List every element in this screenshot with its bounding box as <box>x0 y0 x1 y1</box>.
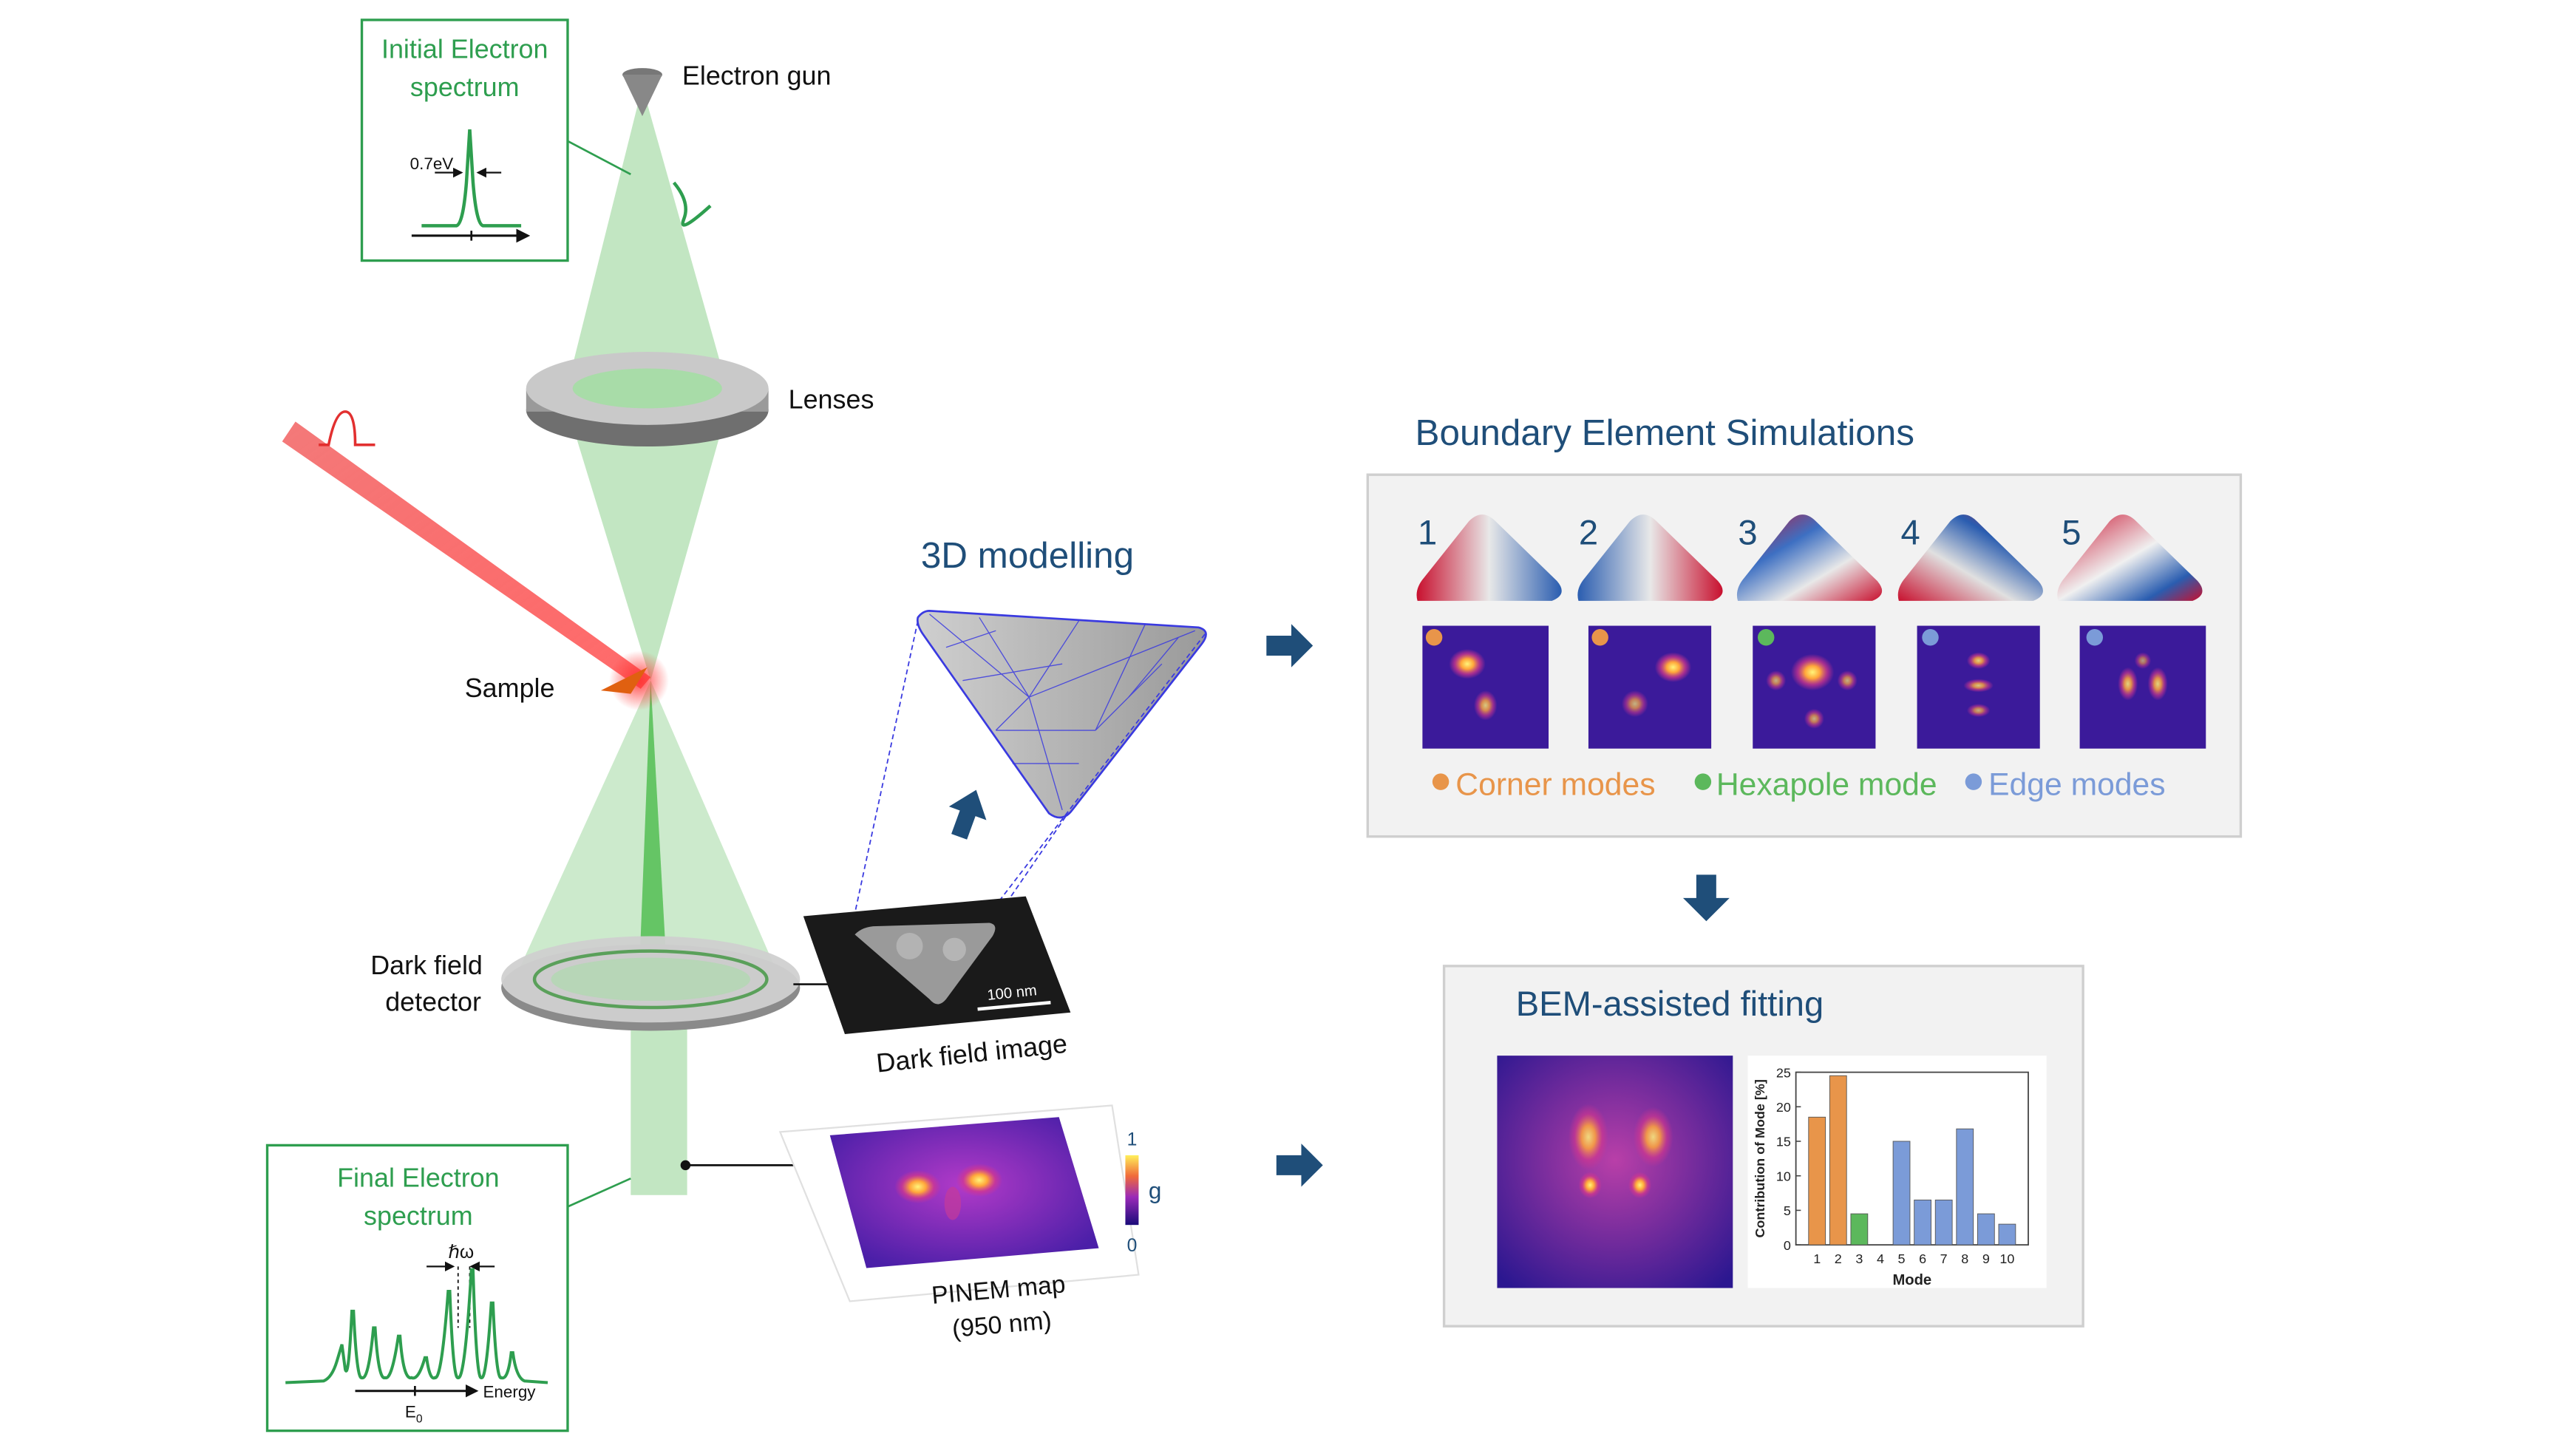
bem-legend: Corner modes Hexapole mode Edge modes <box>1432 767 2166 803</box>
y-tick-label-2: 10 <box>1776 1169 1791 1183</box>
electron-gun-label: Electron gun <box>682 61 832 91</box>
legend-dot-corner <box>1432 773 1450 790</box>
y-axis-label: Contribution of Mode [%] <box>1753 1079 1767 1237</box>
initial-spectrum-box <box>360 18 631 262</box>
modelling-title: 3D modelling <box>921 535 1134 576</box>
right-arrow-icon-bottom <box>1276 1144 1323 1187</box>
dark-field-image-label: Dark field image <box>874 1028 1068 1078</box>
charge-map-1 <box>1416 514 1562 601</box>
dark-field-label-line2: detector <box>385 987 481 1017</box>
fitted-map <box>1497 1056 1733 1288</box>
x-tick-label-7: 7 <box>1940 1251 1948 1266</box>
pinem-connector-dot-left <box>680 1160 691 1171</box>
lenses-label: Lenses <box>789 384 874 414</box>
y-tick-label-3: 15 <box>1776 1135 1791 1149</box>
initial-spectrum-plot <box>411 129 531 243</box>
bar-mode-8 <box>1956 1128 1974 1246</box>
field-map-1 <box>1422 625 1549 749</box>
initial-spectrum-title-line1: Initial Electron <box>381 34 548 64</box>
bar-mode-9 <box>1977 1213 1995 1246</box>
up-arrow-icon <box>948 789 987 840</box>
initial-width-label: 0.7eV <box>410 154 454 173</box>
final-spectrum-title-line2: spectrum <box>364 1200 473 1231</box>
x-tick-label-9: 9 <box>1982 1251 1990 1266</box>
colorbar-symbol: g <box>1149 1178 1161 1203</box>
x-tick-label-1: 1 <box>1813 1251 1821 1266</box>
x-tick-label-8: 8 <box>1961 1251 1968 1266</box>
dark-field-image <box>803 896 1071 1034</box>
bar-mode-2 <box>1829 1075 1847 1246</box>
photon-energy-label: ℏω <box>448 1243 474 1263</box>
lens-ring <box>526 352 769 447</box>
electron-gun-icon <box>622 68 662 117</box>
energy-axis-label: Energy <box>483 1383 536 1401</box>
field-map-3 <box>1753 625 1876 749</box>
x-axis-label: Mode <box>1892 1272 1931 1288</box>
charge-map-4 <box>1897 514 2043 601</box>
bem-field-maps <box>1422 625 2206 749</box>
charge-map-5 <box>2057 514 2203 601</box>
final-spectrum-plot <box>285 1261 548 1398</box>
final-spectrum-title-line1: Final Electron <box>337 1163 500 1193</box>
field-map-4 <box>1917 625 2040 749</box>
y-tick-label-0: 0 <box>1784 1238 1791 1253</box>
legend-dot-edge <box>1965 773 1982 790</box>
chart-frame <box>1795 1071 2029 1246</box>
field-map-5 <box>2079 625 2206 749</box>
mode-number-2: 2 <box>1579 513 1598 552</box>
bar-mode-6 <box>1914 1199 1931 1246</box>
bar-mode-10 <box>1998 1223 2016 1246</box>
mode-number-4: 4 <box>1900 513 1920 552</box>
colorbar <box>1125 1155 1139 1226</box>
bar-mode-5 <box>1892 1141 1911 1246</box>
pinem-label-line2: (950 nm) <box>951 1307 1053 1343</box>
y-tick-label-1: 5 <box>1784 1203 1791 1218</box>
right-arrow-icon-top <box>1266 624 1314 667</box>
final-spectrum-box <box>265 1144 631 1433</box>
x-tick-label-3: 3 <box>1855 1251 1863 1266</box>
charge-map-2 <box>1577 514 1723 601</box>
colorbar-max-label: 1 <box>1127 1129 1138 1149</box>
colorbar-min-label: 0 <box>1127 1236 1138 1256</box>
mode-number-5: 5 <box>2062 513 2081 552</box>
mode-number-1: 1 <box>1418 513 1437 552</box>
wave-packet-icon <box>672 181 712 227</box>
x-tick-label-4: 4 <box>1877 1251 1884 1266</box>
bar-mode-7 <box>1934 1199 1953 1246</box>
initial-spectrum-title-line2: spectrum <box>410 72 520 102</box>
y-tick-label-4: 20 <box>1776 1100 1791 1115</box>
mode-number-3: 3 <box>1738 513 1757 552</box>
e0-label: E0 <box>405 1403 423 1426</box>
laser-beam <box>282 410 651 689</box>
field-map-2 <box>1588 625 1712 749</box>
bem-charge-triangles <box>1416 514 2203 601</box>
legend-dot-hexapole <box>1694 773 1712 790</box>
bar-mode-1 <box>1808 1116 1826 1246</box>
charge-map-3 <box>1736 514 1883 601</box>
dark-field-detector-icon <box>501 936 801 1031</box>
sample-icon <box>600 667 648 694</box>
y-tick-label-5: 25 <box>1776 1065 1791 1080</box>
x-tick-label-10: 10 <box>1999 1251 2014 1266</box>
x-tick-label-2: 2 <box>1835 1251 1842 1266</box>
dark-field-label-line1: Dark field <box>370 950 483 980</box>
pinem-map <box>778 1104 1140 1302</box>
legend-corner-modes: Corner modes <box>1455 767 1655 803</box>
legend-hexapole-mode: Hexapole mode <box>1716 767 1937 803</box>
down-arrow-icon <box>1682 874 1730 922</box>
sample-label: Sample <box>465 673 555 703</box>
legend-edge-modes: Edge modes <box>1988 767 2166 803</box>
bem-mode-numbers: 1 2 3 4 5 <box>1418 513 2081 552</box>
fitting-title: BEM-assisted fitting <box>1516 984 1824 1023</box>
x-tick-label-5: 5 <box>1898 1251 1906 1266</box>
x-tick-label-6: 6 <box>1919 1251 1926 1266</box>
bem-title: Boundary Element Simulations <box>1416 412 1914 453</box>
bar-mode-3 <box>1850 1213 1869 1246</box>
